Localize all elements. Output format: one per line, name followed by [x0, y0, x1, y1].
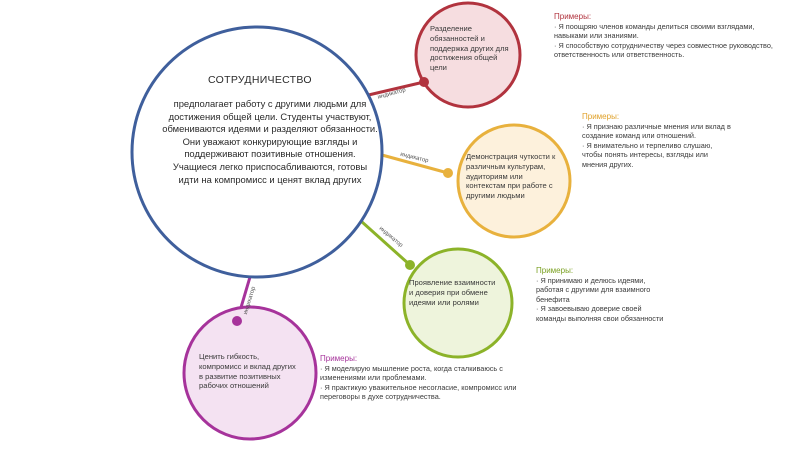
- main-title: СОТРУДНИЧЕСТВО: [208, 74, 312, 86]
- connector-dot-red: [419, 77, 429, 87]
- indicator-text-red: Разделение обязанностей и поддержка друг…: [430, 24, 509, 73]
- indicator-text-orange: Демонстрация чуткости к различным культу…: [466, 152, 556, 201]
- examples-title-orange: Примеры:: [582, 112, 620, 121]
- indicator-text-purple: Ценить гибкость, компромисс и вклад друг…: [199, 352, 296, 391]
- examples-title-red: Примеры:: [554, 12, 592, 21]
- indicator-circle-orange: [456, 123, 572, 239]
- example-item: · Я внимательно и терпеливо слушаю, чтоб…: [582, 140, 713, 169]
- example-item: · Я завоевываю доверие своей команды вып…: [536, 304, 664, 323]
- connector-red: [359, 80, 425, 99]
- examples-title-green: Примеры:: [536, 266, 574, 275]
- indicator-circle-red: [414, 1, 522, 109]
- example-item: · Я практикую уважительное несогласие, к…: [320, 382, 517, 402]
- example-item: · Я поощряю членов команды делиться свои…: [554, 22, 755, 41]
- main-circle: [130, 25, 384, 279]
- connector-dot-green: [405, 260, 415, 270]
- connector-dot-purple: [232, 316, 242, 326]
- indicator-circle-green: [402, 247, 514, 359]
- connector-label-green: индикатор: [378, 226, 404, 250]
- examples-orange: Примеры: · Я признаю различные мнения ил…: [582, 112, 732, 169]
- examples-title-purple: Примеры:: [320, 354, 358, 363]
- connector-orange: [381, 153, 449, 175]
- connector-dot-orange: [443, 168, 453, 178]
- main-description: предполагает работу с другими людьми для…: [162, 98, 378, 185]
- example-item: · Я принимаю и делюсь идеями, работая с …: [536, 276, 651, 304]
- examples-green: Примеры: · Я принимаю и делюсь идеями, р…: [536, 266, 666, 323]
- examples-purple: Примеры: · Я моделирую мышление роста, к…: [320, 354, 520, 402]
- indicator-circle-purple: [182, 305, 318, 441]
- example-item: · Я моделирую мышление роста, когда стал…: [320, 364, 503, 383]
- example-item: · Я признаю различные мнения или вклад в…: [582, 122, 731, 141]
- indicator-text-green: Проявление взаимности и доверия при обме…: [409, 278, 496, 307]
- examples-red: Примеры: · Я поощряю членов команды дели…: [554, 12, 774, 60]
- example-item: · Я способствую сотрудничеству через сов…: [554, 40, 773, 60]
